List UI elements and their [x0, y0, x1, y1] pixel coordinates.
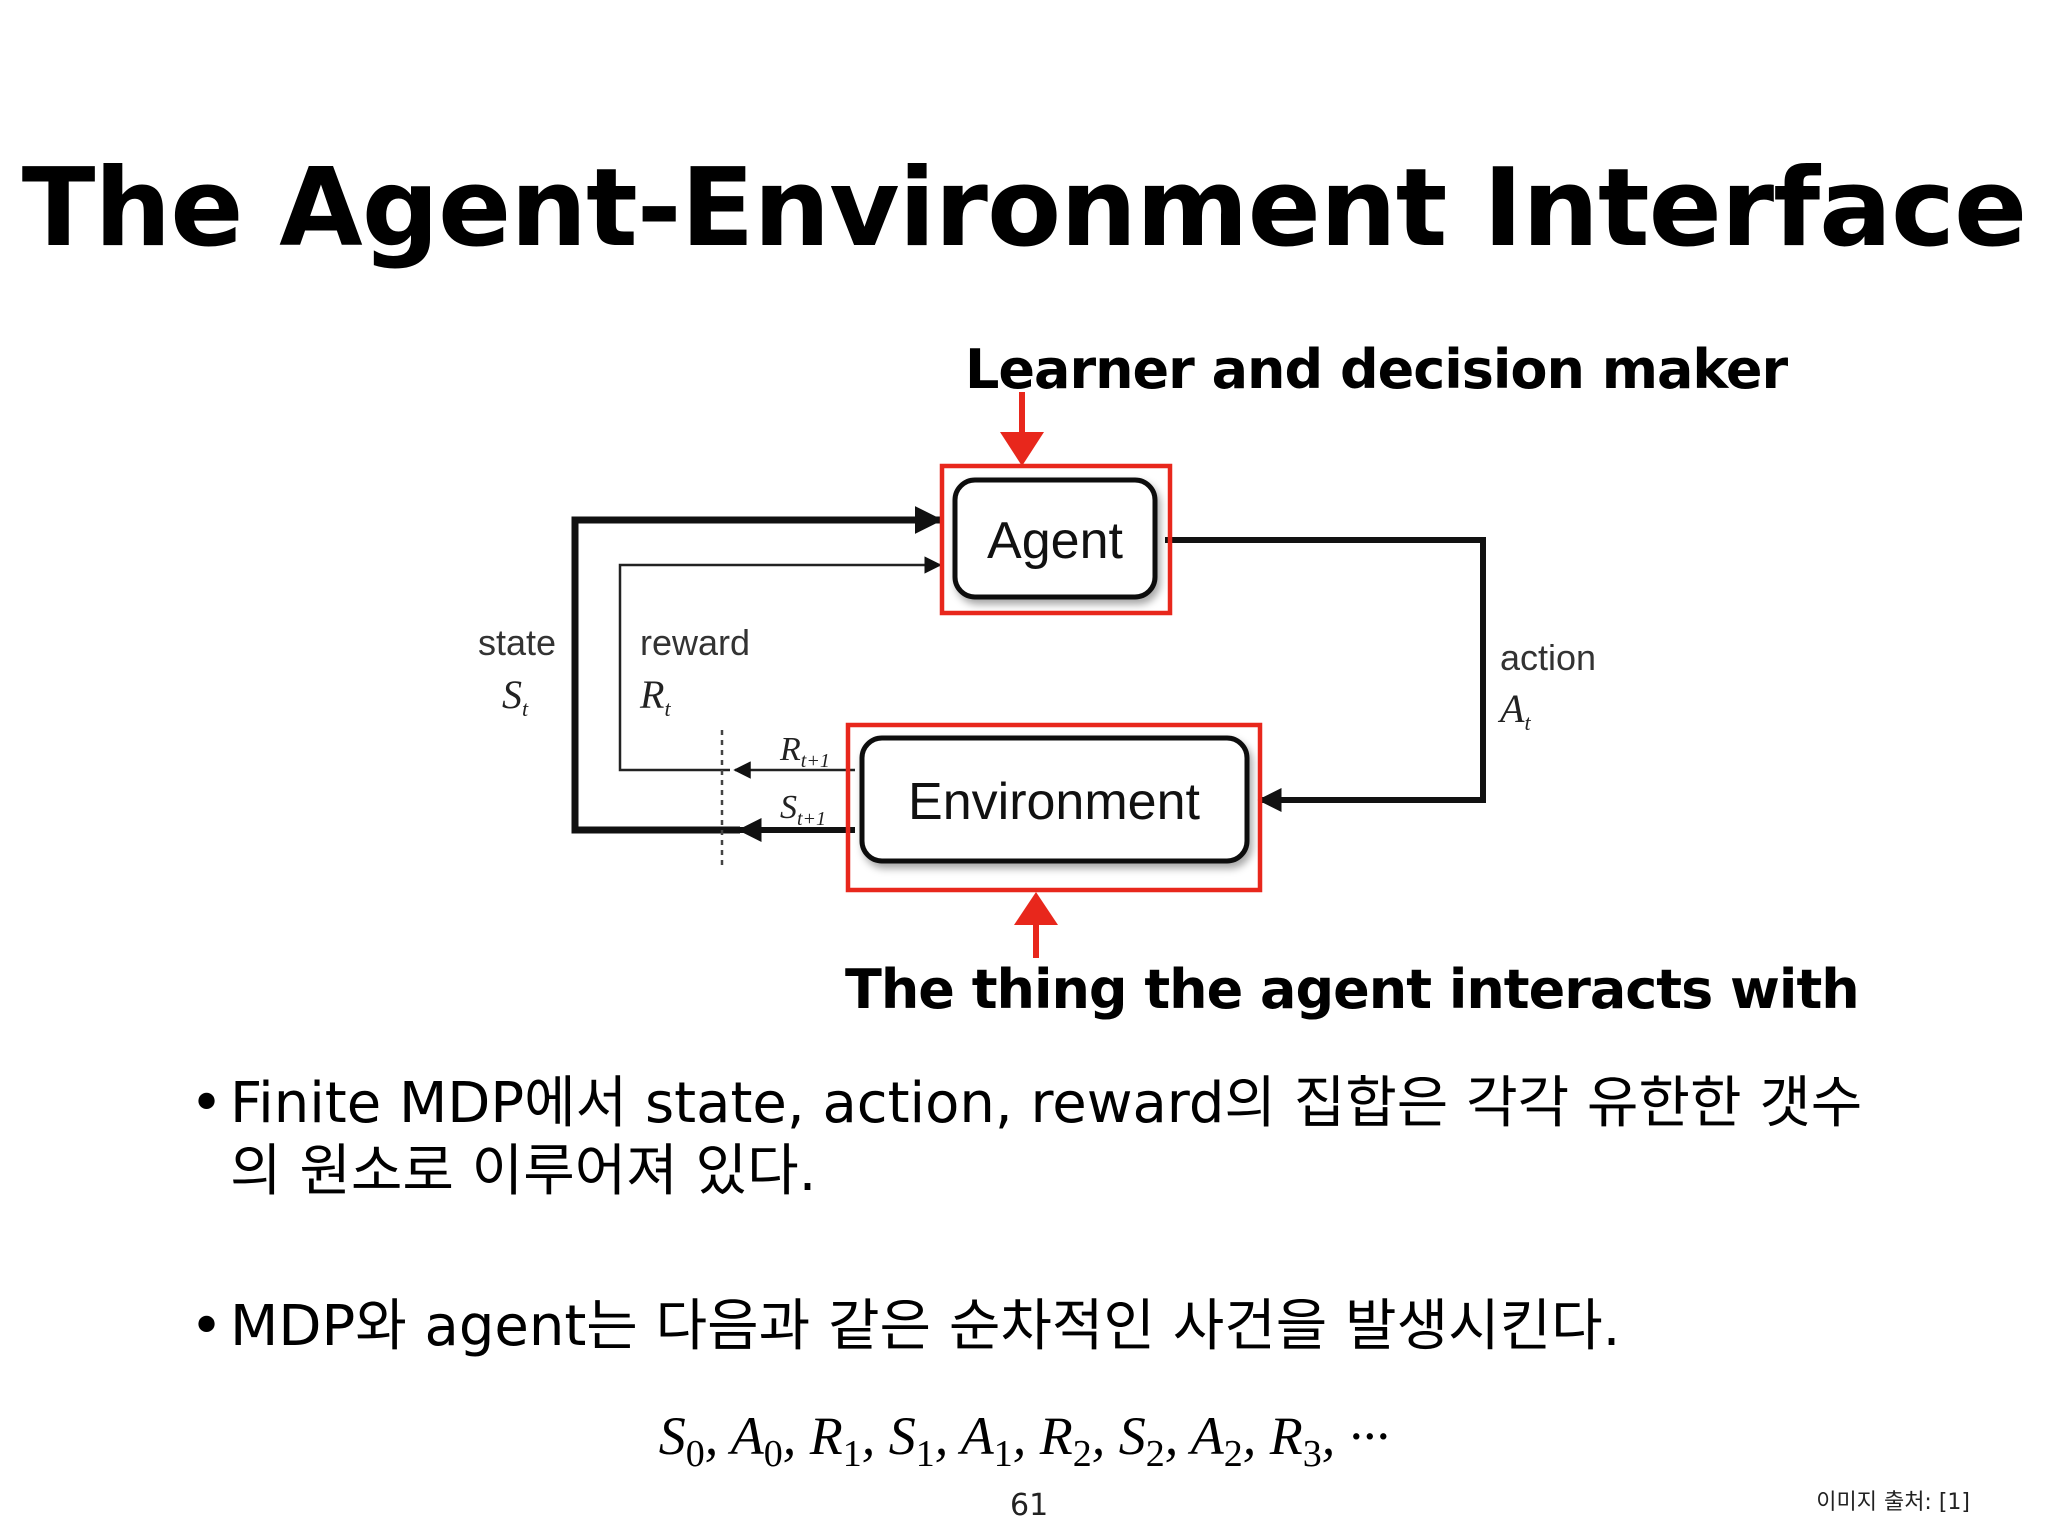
environment-box [859, 735, 1250, 864]
bullet-finite-mdp: Finite MDP에서 state, action, reward의 집합은 … [190, 1070, 1910, 1207]
image-source-note: 이미지 출처: [1] [1816, 1490, 1970, 1515]
environment-callout: The thing the agent interacts with [845, 958, 1860, 1021]
next-reward-symbol: Rt+1 [779, 731, 830, 772]
environment-highlight-box [845, 722, 1263, 893]
seq-term: A0, [730, 1406, 810, 1475]
seq-term: R1, [809, 1406, 889, 1475]
slide-title: The Agent-Environment Interface [21, 146, 2028, 271]
event-sequence: S0, A0, R1, S1, A1, R2, S2, A2, R3, ··· [0, 1405, 2048, 1476]
state-symbol: St [502, 672, 529, 721]
bullet-sequence: MDP와 agent는 다음과 같은 순차적인 사건을 발생시킨다. [190, 1293, 1910, 1362]
environment-callout-arrowhead [1014, 892, 1058, 925]
seq-term: S1, [888, 1406, 961, 1475]
next-state-symbol: St+1 [780, 789, 826, 830]
page-number: 61 [1010, 1488, 1049, 1523]
agent-highlight-box [939, 463, 1173, 616]
seq-term: S0, [658, 1406, 731, 1475]
seq-term: R2, [1039, 1406, 1119, 1475]
state-label: state [478, 622, 556, 663]
action-label: action [1500, 637, 1596, 678]
seq-term: R3, [1269, 1406, 1349, 1475]
agent-label: Agent [987, 512, 1123, 570]
action-line [1165, 537, 1486, 812]
seq-term: A1, [960, 1406, 1040, 1475]
state-feedback-line [571, 506, 943, 834]
seq-term: S2, [1118, 1406, 1191, 1475]
seq-ellipsis: ··· [1348, 1406, 1390, 1466]
agent-callout: Learner and decision maker [965, 338, 1788, 401]
bullet-list: Finite MDP에서 state, action, reward의 집합은 … [190, 1070, 1910, 1447]
action-symbol: At [1497, 686, 1531, 735]
reward-symbol: Rt [639, 672, 671, 721]
reward-feedback-line [618, 556, 942, 772]
seq-term: A2, [1190, 1406, 1270, 1475]
agent-callout-arrowhead [1000, 432, 1044, 466]
agent-box [952, 477, 1158, 600]
environment-label: Environment [908, 773, 1200, 831]
reward-label: reward [640, 622, 750, 663]
